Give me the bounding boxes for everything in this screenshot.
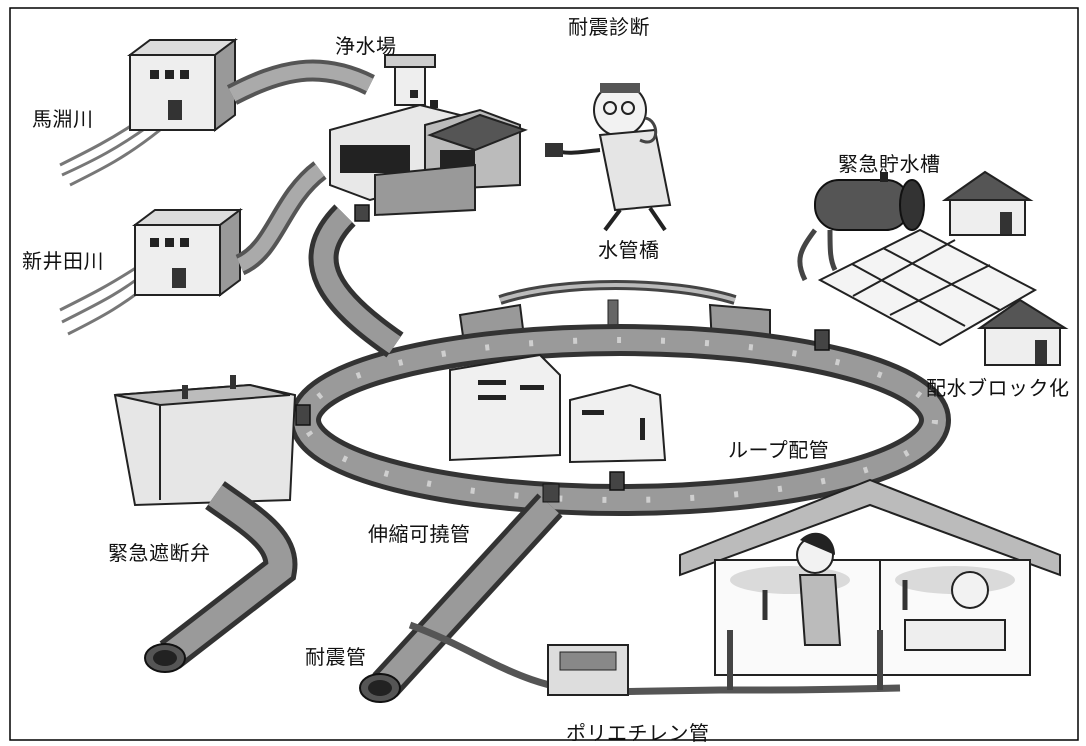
label-seismic-diagnosis: 耐震診断 [568,15,650,39]
label-water-plant: 浄水場 [335,34,397,58]
label-seismic-pipe: 耐震管 [305,645,367,669]
label-loop-piping: ループ配管 [728,438,830,462]
emergency-reservoir [113,375,297,507]
umabuchi-intake-building [127,38,238,132]
seismic-pipe [376,496,559,694]
label-distribution-block: 配水ブロック化 [926,376,1070,400]
doctor-figure [545,83,672,232]
city-buildings [449,353,667,464]
residential-house [679,478,1061,690]
emergency-water-tank [797,172,925,282]
label-shin-ida-river: 新井田川 [22,249,104,273]
meter-box [547,644,629,696]
water-treatment-plant [329,54,528,217]
house-top-right [941,170,1034,236]
distribution-block-grid [817,228,1038,347]
label-emergency-valve: 緊急遮断弁 [108,541,211,565]
loop-valves [295,204,830,491]
label-umabuchi-river: 馬淵川 [32,107,94,131]
label-polyethylene-pipe: ポリエチレン管 [566,721,710,745]
label-water-bridge: 水管橋 [598,238,660,262]
shin-ida-intake-building [132,208,243,297]
emergency-valve-pipe [162,485,293,665]
plant-to-loop-pipe [313,207,401,354]
house-mid-right [976,298,1069,366]
label-emergency-tank: 緊急貯水槽 [838,152,941,176]
label-flexible-pipe: 伸縮可撓管 [368,522,471,546]
